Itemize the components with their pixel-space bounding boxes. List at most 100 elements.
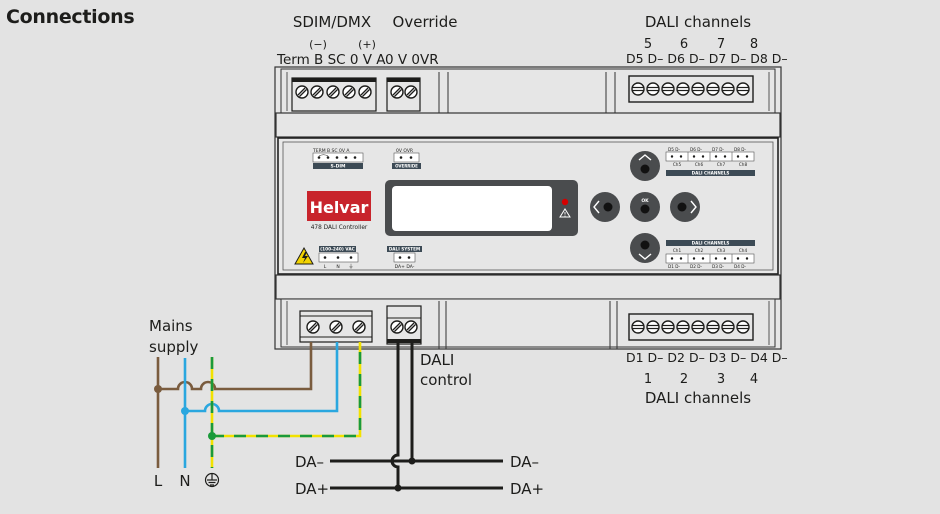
- screw-icon: [295, 85, 309, 99]
- dali-channels-5-8-header: D5 D- D6 D- D7 D- D8 D- Ch5 Ch6 Ch7 Ch8 …: [665, 147, 755, 176]
- minus-label: (−): [309, 38, 327, 51]
- neutral-junction: [181, 407, 189, 415]
- da-minus-right-label: DA–: [510, 453, 539, 471]
- screw-icon: [342, 85, 356, 99]
- dali-bottom-terminal-block: [628, 313, 754, 341]
- dali-channels-tag: DALI CHANNELS: [692, 241, 730, 246]
- lcd-display: [385, 180, 578, 236]
- screw-icon: [721, 82, 735, 96]
- override-pin-labels: 0V OVR: [396, 148, 413, 154]
- screw-icon: [310, 85, 324, 99]
- dali-control-label-line2: control: [420, 371, 472, 389]
- channel-name: Ch8: [739, 162, 748, 167]
- vac-pin-earth: ⏚: [348, 264, 354, 271]
- vac-pin-l: L: [324, 264, 327, 270]
- da-minus-junction: [408, 457, 416, 465]
- down-button[interactable]: [630, 233, 660, 263]
- model-name: 478 DALI Controller: [311, 225, 368, 231]
- pin-label: D2 D-: [690, 264, 702, 269]
- sdim-dmx-label: SDIM/DMX: [293, 13, 371, 31]
- screw-icon: [676, 82, 690, 96]
- neutral-wire: [183, 342, 339, 468]
- vac-pin-n: N: [336, 264, 339, 270]
- da-minus-left-label: DA–: [295, 453, 324, 471]
- channel-name: Ch4: [739, 248, 748, 253]
- channel-number: 1: [644, 372, 652, 387]
- dali-channels-1-4-header: DALI CHANNELS Ch1 Ch2 Ch3 Ch4 D1 D- D2 D…: [665, 240, 755, 269]
- chevron-down-icon: [638, 253, 652, 260]
- earth-icon: [204, 472, 220, 488]
- channel-name: Ch2: [695, 248, 704, 253]
- helvar-logo: Helvar 478 DALI Controller: [307, 191, 371, 231]
- pin-label: D7 D-: [712, 147, 724, 152]
- screw-icon: [706, 320, 720, 334]
- screw-icon: [676, 320, 690, 334]
- channel-name: Ch6: [695, 162, 704, 167]
- warning-icon: [559, 208, 571, 218]
- screw-icon: [631, 82, 645, 96]
- ok-label: OK: [641, 198, 649, 204]
- channel-number: 8: [750, 37, 758, 52]
- channel-number: 7: [717, 37, 725, 52]
- live-terminal-label: L: [154, 472, 163, 490]
- dali-system-tag: DALI SYSTEM: [389, 247, 420, 252]
- neutral-terminal-label: N: [179, 472, 190, 490]
- dali-top-terminal-block: [628, 75, 754, 103]
- dali-top-numbers: 5 6 7 8: [644, 37, 758, 52]
- pin-label: D1 D-: [668, 264, 680, 269]
- channel-name: Ch3: [717, 248, 726, 253]
- dali-channels-top-label: DALI channels: [645, 13, 751, 31]
- left-button[interactable]: [590, 192, 620, 222]
- dali-top-terminals-label: D5 D– D6 D– D7 D– D8 D–: [626, 51, 788, 66]
- override-terminals-label: 0 V 0VR: [385, 52, 439, 68]
- screw-icon: [404, 320, 418, 334]
- screw-icon: [306, 320, 320, 334]
- screw-icon: [326, 85, 340, 99]
- page-title: Connections: [6, 6, 135, 28]
- da-plus-junction: [394, 484, 402, 492]
- channel-number: 3: [717, 372, 725, 387]
- sdim-tag: S-DIM: [331, 164, 347, 170]
- dali-system-header: DALI SYSTEM DA+ DA-: [387, 246, 422, 270]
- screw-icon: [691, 320, 705, 334]
- screw-icon: [691, 82, 705, 96]
- ok-button[interactable]: OK: [630, 192, 660, 222]
- da-plus-right-label: DA+: [510, 480, 544, 498]
- chevron-right-icon: [690, 200, 697, 214]
- dali-control-label-line1: DALI: [420, 351, 454, 369]
- screw-icon: [404, 85, 418, 99]
- status-led: [561, 198, 569, 206]
- pin-label: D5 D-: [668, 147, 680, 152]
- channel-number: 5: [644, 37, 652, 52]
- override-terminal-block: [386, 77, 421, 112]
- dali-channels-tag: DALI CHANNELS: [692, 171, 730, 176]
- screw-icon: [631, 320, 645, 334]
- screw-icon: [736, 82, 750, 96]
- sdim-header: TERM B SC 0V A S-DIM: [312, 148, 364, 170]
- screw-icon: [352, 320, 366, 334]
- screw-icon: [358, 85, 372, 99]
- right-button[interactable]: [670, 192, 700, 222]
- up-button[interactable]: [630, 151, 660, 181]
- brand-name: Helvar: [310, 198, 369, 217]
- nav-buttons: OK: [590, 151, 700, 263]
- channel-number: 2: [680, 372, 688, 387]
- screw-icon: [646, 320, 660, 334]
- channel-name: Ch7: [717, 162, 726, 167]
- live-wire: [156, 342, 313, 468]
- pin-label: D4 D-: [734, 264, 746, 269]
- channel-number: 4: [750, 372, 758, 387]
- live-junction: [154, 385, 162, 393]
- mains-terminal-block: [299, 310, 373, 343]
- override-header: 0V OVR OVERRIDE: [392, 148, 421, 169]
- plus-label: (+): [358, 38, 376, 51]
- mains-supply-label-line1: Mains: [149, 317, 193, 335]
- mains-header: (100-240) VAC L N ⏚: [294, 246, 359, 271]
- screw-icon: [706, 82, 720, 96]
- screw-icon: [736, 320, 750, 334]
- override-label: Override: [393, 13, 458, 31]
- vac-tag: (100-240) VAC: [320, 247, 355, 253]
- channel-number: 6: [680, 37, 688, 52]
- pin-label: D6 D-: [690, 147, 702, 152]
